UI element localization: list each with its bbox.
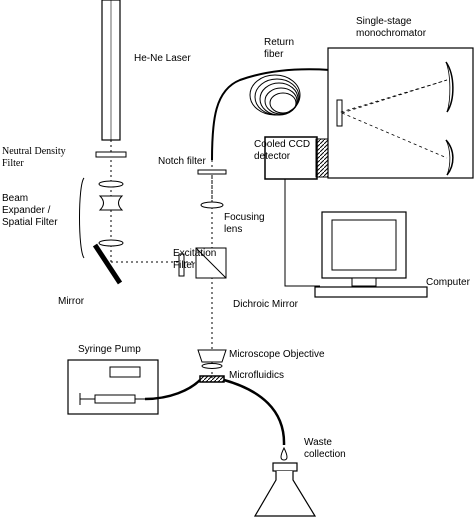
beam-expander-bracket [79, 177, 85, 259]
nd-filter-label: Neutral Density Filter [2, 146, 66, 169]
ccd-detector [264, 136, 329, 180]
mirror-label: Mirror [58, 296, 85, 307]
dichroic-cube [195, 247, 227, 279]
dichroic-label: Dichroic Mirror [233, 299, 298, 310]
excitation-filter-label: Excitation Filter [173, 248, 217, 271]
ccd-computer-cable [284, 179, 320, 287]
microscope-objective [197, 349, 227, 369]
return-fiber-label: Return fiber [264, 37, 295, 60]
return-fiber-coil [249, 74, 301, 116]
collection-fiber [211, 68, 331, 161]
computer [314, 211, 428, 298]
outlet-tubing [223, 378, 286, 446]
microfluidics-chip [199, 375, 225, 383]
focusing-lens [200, 201, 224, 209]
objective-label: Microscope Objective [229, 349, 325, 360]
monochromator-label: Single-stage monochromator [356, 16, 427, 39]
beam-expander-label: Beam Expander / Spatial Filter [2, 193, 58, 228]
waste-flask [253, 462, 317, 517]
laser-tube [101, 0, 121, 141]
notch-filter [197, 169, 227, 175]
waste-label: Waste collection [304, 437, 346, 460]
focusing-lens-label: Focusing lens [224, 212, 265, 235]
microfluidics-label: Microfluidics [229, 370, 285, 381]
syringe-pump-label: Syringe Pump [78, 344, 141, 355]
nd-filter [95, 151, 127, 158]
inlet-tubing [144, 379, 201, 401]
syringe-pump [67, 359, 159, 415]
computer-label: Computer [426, 277, 470, 288]
ccd-label: Cooled CCD detector [254, 139, 311, 162]
beam-expander-concave-lens [98, 195, 124, 211]
beam-expander-lens-2 [98, 239, 124, 247]
notch-filter-label: Notch filter [158, 156, 206, 167]
monochromator [327, 47, 474, 179]
laser-label: He-Ne Laser [134, 53, 191, 64]
turning-mirror [92, 243, 123, 285]
waste-droplet [280, 446, 288, 461]
beam-expander-lens-1 [98, 180, 124, 188]
excitation-filter [178, 253, 185, 277]
